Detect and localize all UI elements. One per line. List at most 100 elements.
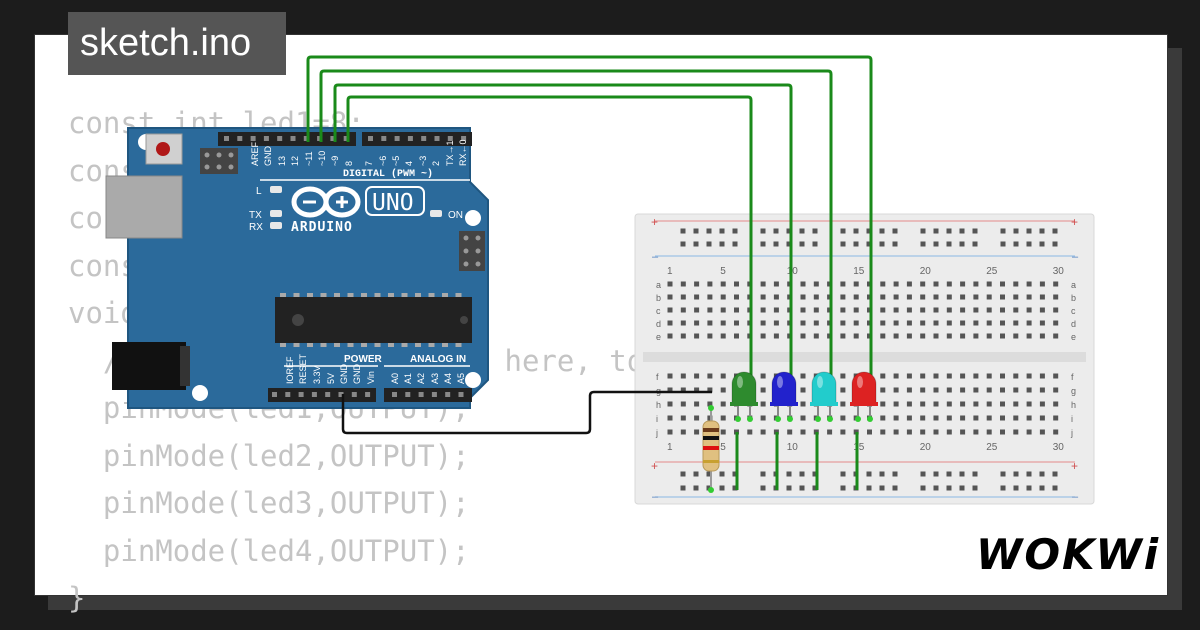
digital-pin-label: ~11 bbox=[304, 151, 314, 166]
column-number: 30 bbox=[1053, 442, 1065, 453]
column-number: 15 bbox=[853, 266, 865, 277]
power-pin-label: 5V bbox=[326, 373, 336, 384]
row-letter: d bbox=[1071, 319, 1076, 329]
led-blue[interactable] bbox=[770, 371, 798, 422]
column-number: 1 bbox=[667, 442, 673, 453]
wire-gnd-breadboard[interactable] bbox=[341, 390, 712, 435]
digital-pin-label: ~3 bbox=[418, 156, 428, 166]
mounting-hole-icon bbox=[465, 372, 481, 388]
mounting-hole-icon bbox=[192, 385, 208, 401]
wires[interactable] bbox=[306, 55, 873, 490]
mounting-hole-icon bbox=[465, 210, 481, 226]
code-line: pinMode(led3,OUTPUT); bbox=[68, 486, 470, 520]
usb-port bbox=[105, 175, 183, 239]
digital-pin-label: ~10 bbox=[317, 151, 327, 166]
wire-pin10-cyan-led[interactable] bbox=[319, 69, 833, 378]
row-letter: a bbox=[656, 280, 661, 290]
row-letter: h bbox=[1071, 400, 1076, 410]
rail-minus-top-right: – bbox=[1072, 251, 1079, 263]
digital-header-right bbox=[362, 132, 472, 146]
rail-minus-bottom-left: – bbox=[652, 491, 659, 503]
column-number: 10 bbox=[787, 442, 799, 453]
digital-pin-label: 8 bbox=[344, 161, 354, 166]
code-line: pinMode(led2,OUTPUT); bbox=[68, 438, 470, 473]
led-red[interactable] bbox=[850, 371, 878, 422]
column-number: 1 bbox=[667, 266, 673, 277]
wire-pin9-blue-led[interactable] bbox=[333, 83, 793, 378]
column-number: 30 bbox=[1053, 266, 1065, 277]
digital-pin-label: ~9 bbox=[330, 156, 340, 166]
power-pin-label: 3.3V bbox=[312, 365, 322, 384]
on-led-icon bbox=[430, 210, 442, 217]
rail-minus-bottom-right: – bbox=[1072, 491, 1079, 503]
led-cyan[interactable] bbox=[810, 371, 838, 422]
row-letter: i bbox=[656, 414, 658, 424]
row-letter: e bbox=[656, 332, 661, 342]
row-letter: j bbox=[655, 428, 658, 438]
row-letter: g bbox=[1071, 386, 1076, 396]
digital-pin-label: TX→1 bbox=[445, 140, 455, 166]
row-letter: c bbox=[656, 306, 661, 316]
rail-plus-bottom-right: + bbox=[1071, 459, 1078, 473]
analog-pin-label: A0 bbox=[390, 373, 400, 384]
tx-led-icon bbox=[270, 210, 282, 217]
power-pin-label: Vin bbox=[366, 371, 376, 384]
row-letter: f bbox=[656, 372, 659, 382]
column-number: 15 bbox=[853, 442, 865, 453]
power-header bbox=[268, 388, 376, 402]
column-number: 5 bbox=[720, 266, 726, 277]
sketch-file-tab[interactable]: sketch.ino bbox=[68, 12, 286, 75]
power-pin-label: GND bbox=[352, 364, 362, 385]
rail-plus-top-left: + bbox=[651, 215, 658, 229]
column-number: 25 bbox=[986, 266, 998, 277]
analog-pin-label: A5 bbox=[456, 373, 466, 384]
led-green[interactable] bbox=[730, 371, 758, 422]
power-pin-label: IOREF bbox=[285, 356, 295, 384]
row-letter: i bbox=[1071, 414, 1073, 424]
digital-pin-label: 4 bbox=[404, 161, 414, 166]
digital-pin-label: ~6 bbox=[378, 156, 388, 166]
column-number: 25 bbox=[986, 442, 998, 453]
wire-pin11-red-led[interactable] bbox=[306, 55, 873, 378]
rail-plus-top-right: + bbox=[1071, 215, 1078, 229]
wokwi-logo: WOKWi bbox=[976, 530, 1161, 579]
wire-pin8-green-led[interactable] bbox=[346, 95, 753, 378]
digital-label: DIGITAL (PWM ~) bbox=[343, 168, 433, 180]
arduino-brand-text: ARDUINO bbox=[291, 220, 353, 235]
power-jack bbox=[112, 342, 186, 390]
row-letter: h bbox=[656, 400, 661, 410]
tab-title: sketch.ino bbox=[80, 22, 252, 64]
icsp-header-top bbox=[200, 148, 238, 174]
analog-pin-label: A3 bbox=[430, 373, 440, 384]
digital-pin-label: 13 bbox=[277, 156, 287, 166]
row-letter: b bbox=[656, 293, 661, 303]
l-label: L bbox=[256, 186, 262, 197]
tx-label: TX bbox=[249, 210, 262, 221]
rail-minus-top-left: – bbox=[652, 251, 659, 263]
code-line: } bbox=[68, 581, 86, 615]
column-number: 5 bbox=[720, 442, 726, 453]
row-letter: f bbox=[1071, 372, 1074, 382]
analog-label: ANALOG IN bbox=[410, 354, 466, 365]
digital-pin-label: 12 bbox=[290, 156, 300, 166]
row-letter: c bbox=[1071, 306, 1076, 316]
analog-header bbox=[384, 388, 472, 402]
resistor[interactable] bbox=[702, 405, 720, 493]
power-pin-label: RESET bbox=[298, 353, 308, 384]
analog-pin-label: A1 bbox=[403, 373, 413, 384]
column-number: 20 bbox=[920, 442, 932, 453]
leds[interactable] bbox=[730, 371, 878, 422]
row-letter: d bbox=[656, 319, 661, 329]
power-pin-label: GND bbox=[339, 364, 349, 385]
uno-logo-text: UNO bbox=[372, 190, 414, 216]
reset-button-cap-icon bbox=[156, 142, 170, 156]
rail-plus-bottom-left: + bbox=[651, 459, 658, 473]
digital-pin-label: ~5 bbox=[391, 156, 401, 166]
power-label: POWER bbox=[344, 354, 383, 365]
